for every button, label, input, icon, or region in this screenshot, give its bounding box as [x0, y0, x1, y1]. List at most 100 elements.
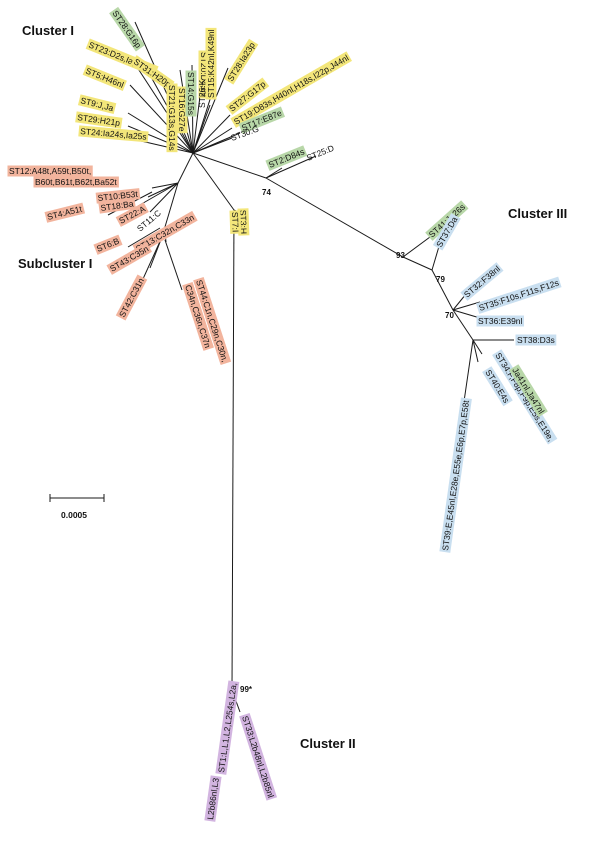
tip-label-st6: ST6:B: [95, 236, 121, 254]
branch-to-st15: [192, 89, 214, 154]
branch-to-st28b: [192, 67, 229, 154]
branch-to-st36: [452, 309, 481, 319]
label-highlight: [98, 197, 136, 214]
label-highlight: [106, 242, 153, 275]
label-highlight: [78, 125, 149, 143]
scale-bar-line: [49, 494, 105, 502]
tip-label-st28b: ST28:Ia23p: [225, 40, 257, 83]
branch-to-cluster3: [265, 177, 404, 258]
label-highlight: [460, 262, 504, 301]
branch-to-cluster2: [231, 209, 235, 691]
label-highlight: [193, 276, 232, 365]
scale-bar: 0.0005: [49, 494, 105, 520]
label-highlight: [425, 200, 469, 241]
branch-to-st40: [472, 339, 479, 363]
label-highlight: [432, 213, 461, 251]
label-highlight: [33, 176, 119, 188]
branch-to-st3-st7: [192, 152, 235, 211]
tip-label-st25: ST25:D: [305, 143, 335, 163]
tip-label-st14: ST14:G15s: [186, 72, 196, 115]
tip-label-st18: ST18:Ba: [100, 198, 134, 213]
subcluster-i-title: Subcluster I: [18, 256, 92, 271]
label-highlight: [166, 83, 178, 153]
tip-label-st4: ST4:A51t: [46, 204, 83, 222]
label-highlight: [229, 210, 242, 234]
tip-label-st12-line2: B60t,B61t,B62t,Ba52t: [35, 177, 117, 187]
branch-to-st44: [164, 239, 183, 291]
label-highlight: [476, 315, 525, 327]
label-highlight: [115, 202, 149, 227]
branch-to-st34: [472, 339, 483, 355]
label-highlight: [75, 111, 123, 129]
scale-bar-label: 0.0005: [61, 510, 87, 520]
label-highlight: [482, 366, 513, 407]
branch-node79: [402, 256, 433, 271]
branch-to-st23: [134, 63, 194, 154]
bootstrap-value: 93: [396, 251, 405, 260]
cluster-i-title: Cluster I: [22, 23, 74, 38]
tip-label-st15: ST15:K42nl,K49nl: [206, 29, 216, 98]
tip-label-st21: ST21:G13s,G14s: [167, 85, 177, 151]
tip-label-st26: ST26:K: [197, 79, 207, 108]
label-highlight: [225, 77, 270, 115]
label-highlight: [215, 680, 240, 775]
label-highlight: [7, 165, 93, 177]
bootstrap-value: 79: [436, 275, 445, 284]
branch-to-st18: [137, 182, 179, 207]
label-highlight: [223, 38, 259, 85]
tip-label-st7: ST7:I: [230, 212, 241, 233]
branch-to-st19: [192, 127, 233, 154]
label-highlight: [230, 51, 352, 128]
branch-to-st30: [192, 137, 233, 154]
label-highlight: [439, 397, 472, 553]
branch-node70: [431, 269, 454, 311]
branch-to-st22: [149, 182, 179, 213]
branch-to-st32: [452, 293, 467, 311]
bootstrap-value: 74: [262, 188, 271, 197]
label-highlight: [132, 210, 198, 255]
branch-to-st5: [129, 84, 194, 154]
tip-label-st35: ST35:F10s,F11s,F12s: [478, 278, 560, 313]
tip-label-st1-line1: ST1:L,L1,L2,L254s,L2a,: [216, 682, 239, 773]
cluster-ii-title: Cluster II: [300, 736, 356, 751]
tip-label-st20: ST20:D43nl: [199, 52, 209, 97]
label-highlight: [115, 274, 148, 321]
bootstrap-value: 99*: [240, 685, 253, 694]
branch-to-st35: [452, 301, 481, 311]
label-highlight: [93, 234, 123, 255]
branch-to-st29: [127, 125, 194, 154]
tip-label-st9: ST9:J,Ja: [80, 95, 115, 113]
tree-branches: [107, 21, 514, 766]
tip-label-st36: ST36:E39nl: [478, 316, 523, 326]
label-highlight: [492, 349, 558, 445]
label-highlight: [182, 281, 214, 351]
label-highlight: [185, 70, 197, 117]
label-highlight: [239, 712, 278, 801]
branch-center-to-st25: [192, 152, 267, 179]
tip-labels: ST28:G16p ST23:D2s,Ia,Ia57e ST31:H20p ST…: [7, 6, 562, 822]
label-highlight: [77, 94, 117, 114]
tip-label-st12-line1: ST12:A48t,A59t,B50t,: [9, 166, 91, 176]
branch-to-st12: [151, 182, 179, 189]
tip-label-st32: ST32:F38nl: [462, 264, 502, 300]
label-highlight: [44, 202, 86, 223]
branch-to-st41: [402, 236, 431, 258]
label-highlight: [82, 64, 127, 91]
branch-to-st9: [127, 112, 194, 154]
cluster-iii-title: Cluster III: [508, 206, 567, 221]
bootstrap-value: 70: [445, 311, 454, 320]
branch-node-e: [452, 309, 474, 341]
label-highlight: [475, 276, 562, 314]
label-highlight: [176, 86, 188, 134]
tip-label-st38: ST38:D3s: [517, 335, 555, 345]
tip-label-st39: ST39:E,E45nl,E28e,E55e,E6p,E7p,E58t: [440, 399, 471, 551]
branch-to-st25: [265, 155, 317, 179]
tip-label-st3: ST3:H: [238, 210, 249, 234]
label-highlight: [204, 775, 222, 822]
label-highlight: [509, 364, 548, 418]
branch-to-st6: [127, 227, 161, 248]
label-highlight: [205, 27, 217, 100]
label-highlight: [265, 145, 308, 171]
label-highlight: [238, 106, 286, 134]
